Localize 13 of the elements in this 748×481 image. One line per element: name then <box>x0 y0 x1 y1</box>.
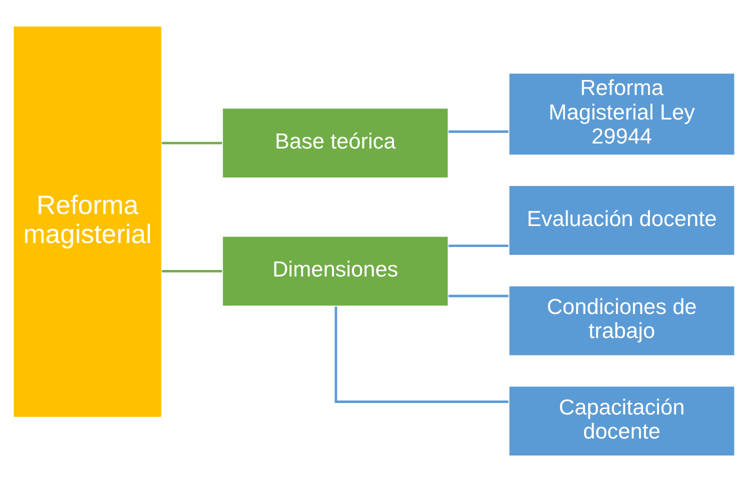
connector <box>334 306 508 402</box>
node-box: Base teórica <box>222 106 449 178</box>
connector <box>162 141 222 144</box>
node-box: Condiciones de trabajo <box>508 284 736 356</box>
node-box: Evaluación docente <box>508 184 736 256</box>
node-box: Reforma Magisterial Ley 29944 <box>508 72 736 156</box>
connector <box>448 294 508 297</box>
connector <box>448 244 508 247</box>
node-box: Reforma magisterial <box>12 24 162 418</box>
node-box: Capacitación docente <box>508 384 736 456</box>
connector <box>162 270 222 272</box>
node-box: Dimensiones <box>222 235 449 306</box>
connector <box>448 130 508 132</box>
